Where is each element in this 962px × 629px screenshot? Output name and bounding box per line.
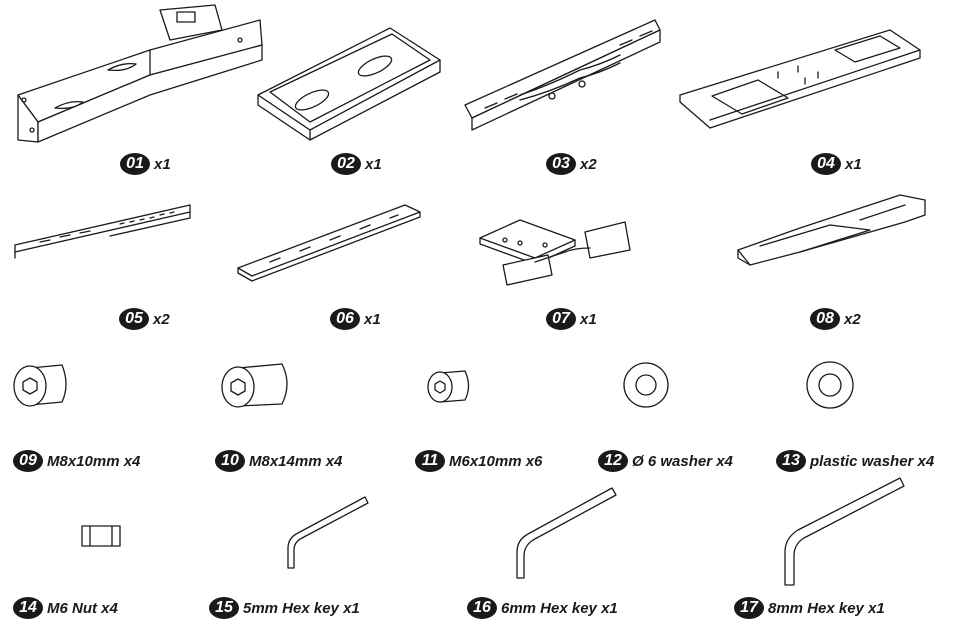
part-label-05: 05 x2 bbox=[119, 308, 170, 330]
part-label-01: 01 x1 bbox=[120, 153, 171, 175]
part-label-13: 13 plastic washer x4 bbox=[776, 450, 934, 472]
part-quantity: x1 bbox=[580, 310, 597, 328]
part-04-flat-plate-drawing bbox=[679, 29, 921, 129]
part-quantity: x2 bbox=[844, 310, 861, 328]
part-spec: M8x10mm x4 bbox=[47, 452, 141, 470]
part-06-long-rail-drawing bbox=[237, 204, 421, 282]
part-02-plate-drawing bbox=[257, 27, 441, 141]
part-label-04: 04 x1 bbox=[811, 153, 862, 175]
part-01-mount-bracket-drawing bbox=[17, 4, 263, 143]
part-number-badge: 05 bbox=[119, 308, 149, 330]
part-11-screw-drawing bbox=[427, 370, 470, 403]
part-label-07: 07 x1 bbox=[546, 308, 597, 330]
part-quantity: x1 bbox=[364, 310, 381, 328]
part-spec: Ø 6 washer x4 bbox=[632, 452, 733, 470]
part-label-10: 10 M8x14mm x4 bbox=[215, 450, 342, 472]
part-spec: M8x14mm x4 bbox=[249, 452, 343, 470]
part-number-badge: 10 bbox=[215, 450, 245, 472]
part-spec: plastic washer x4 bbox=[810, 452, 935, 470]
part-label-03: 03 x2 bbox=[546, 153, 597, 175]
part-number-badge: 03 bbox=[546, 153, 576, 175]
part-label-11: 11 M6x10mm x6 bbox=[415, 450, 542, 472]
part-spec: 6mm Hex key x1 bbox=[501, 599, 618, 617]
part-number-badge: 07 bbox=[546, 308, 576, 330]
part-quantity: x1 bbox=[365, 155, 382, 173]
part-15-hex-key-drawing bbox=[287, 496, 369, 569]
part-number-badge: 02 bbox=[331, 153, 361, 175]
part-09-screw-drawing bbox=[13, 364, 67, 407]
part-spec: 8mm Hex key x1 bbox=[768, 599, 885, 617]
part-number-badge: 08 bbox=[810, 308, 840, 330]
part-03-rail-drawing bbox=[464, 19, 661, 131]
part-quantity: x2 bbox=[153, 310, 170, 328]
part-label-14: 14 M6 Nut x4 bbox=[13, 597, 118, 619]
part-label-12: 12 Ø 6 washer x4 bbox=[598, 450, 733, 472]
part-17-hex-key-drawing bbox=[784, 477, 905, 586]
part-number-badge: 13 bbox=[776, 450, 806, 472]
part-label-17: 17 8mm Hex key x1 bbox=[734, 597, 885, 619]
part-number-badge: 12 bbox=[598, 450, 628, 472]
part-number-badge: 06 bbox=[330, 308, 360, 330]
part-spec: 5mm Hex key x1 bbox=[243, 599, 360, 617]
part-number-badge: 11 bbox=[415, 450, 445, 472]
part-quantity: x1 bbox=[154, 155, 171, 173]
part-label-09: 09 M8x10mm x4 bbox=[13, 450, 140, 472]
part-07-hook-bracket-drawing bbox=[479, 219, 631, 286]
part-label-02: 02 x1 bbox=[331, 153, 382, 175]
part-number-badge: 04 bbox=[811, 153, 841, 175]
part-label-16: 16 6mm Hex key x1 bbox=[467, 597, 618, 619]
part-13-plastic-washer-drawing bbox=[806, 361, 854, 409]
part-number-badge: 15 bbox=[209, 597, 239, 619]
part-label-08: 08 x2 bbox=[810, 308, 861, 330]
part-quantity: x2 bbox=[580, 155, 597, 173]
part-16-hex-key-drawing bbox=[516, 487, 617, 579]
part-14-nut-drawing bbox=[81, 525, 121, 547]
part-label-06: 06 x1 bbox=[330, 308, 381, 330]
part-number-badge: 16 bbox=[467, 597, 497, 619]
part-number-badge: 17 bbox=[734, 597, 764, 619]
part-label-15: 15 5mm Hex key x1 bbox=[209, 597, 360, 619]
part-10-screw-drawing bbox=[221, 363, 288, 408]
part-12-washer-drawing bbox=[623, 362, 669, 408]
part-number-badge: 01 bbox=[120, 153, 150, 175]
part-number-badge: 14 bbox=[13, 597, 43, 619]
part-quantity: x1 bbox=[845, 155, 862, 173]
part-spec: M6 Nut x4 bbox=[47, 599, 118, 617]
part-08-foot-piece-drawing bbox=[737, 194, 926, 266]
part-number-badge: 09 bbox=[13, 450, 43, 472]
part-05-slotted-rail-drawing bbox=[14, 204, 191, 259]
part-spec: M6x10mm x6 bbox=[449, 452, 543, 470]
